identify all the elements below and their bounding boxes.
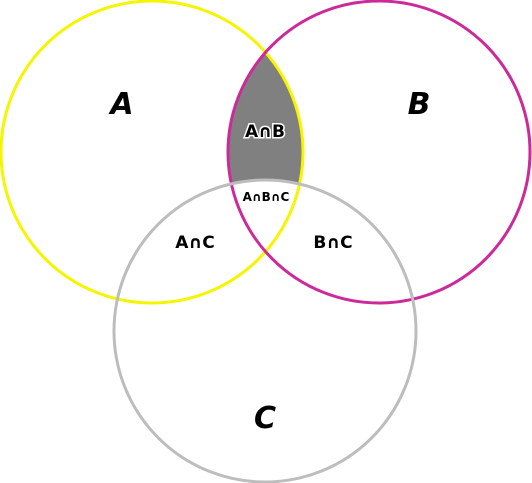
set-c-label: C	[254, 401, 276, 436]
region-a-and-c-label: A∩C	[175, 233, 214, 253]
region-b-and-c-label: B∩C	[313, 233, 352, 253]
set-b-label: B	[408, 87, 431, 122]
region-a-and-b-shading	[228, 1, 303, 303]
region-a-and-b-label: A∩B	[245, 122, 285, 142]
set-a-circle	[0, 0, 305, 305]
set-a-label: A	[108, 87, 133, 122]
region-a-and-b-and-c-label: A∩B∩C	[243, 190, 290, 204]
set-c-circle	[112, 178, 418, 483]
set-b-circle	[226, 0, 532, 305]
